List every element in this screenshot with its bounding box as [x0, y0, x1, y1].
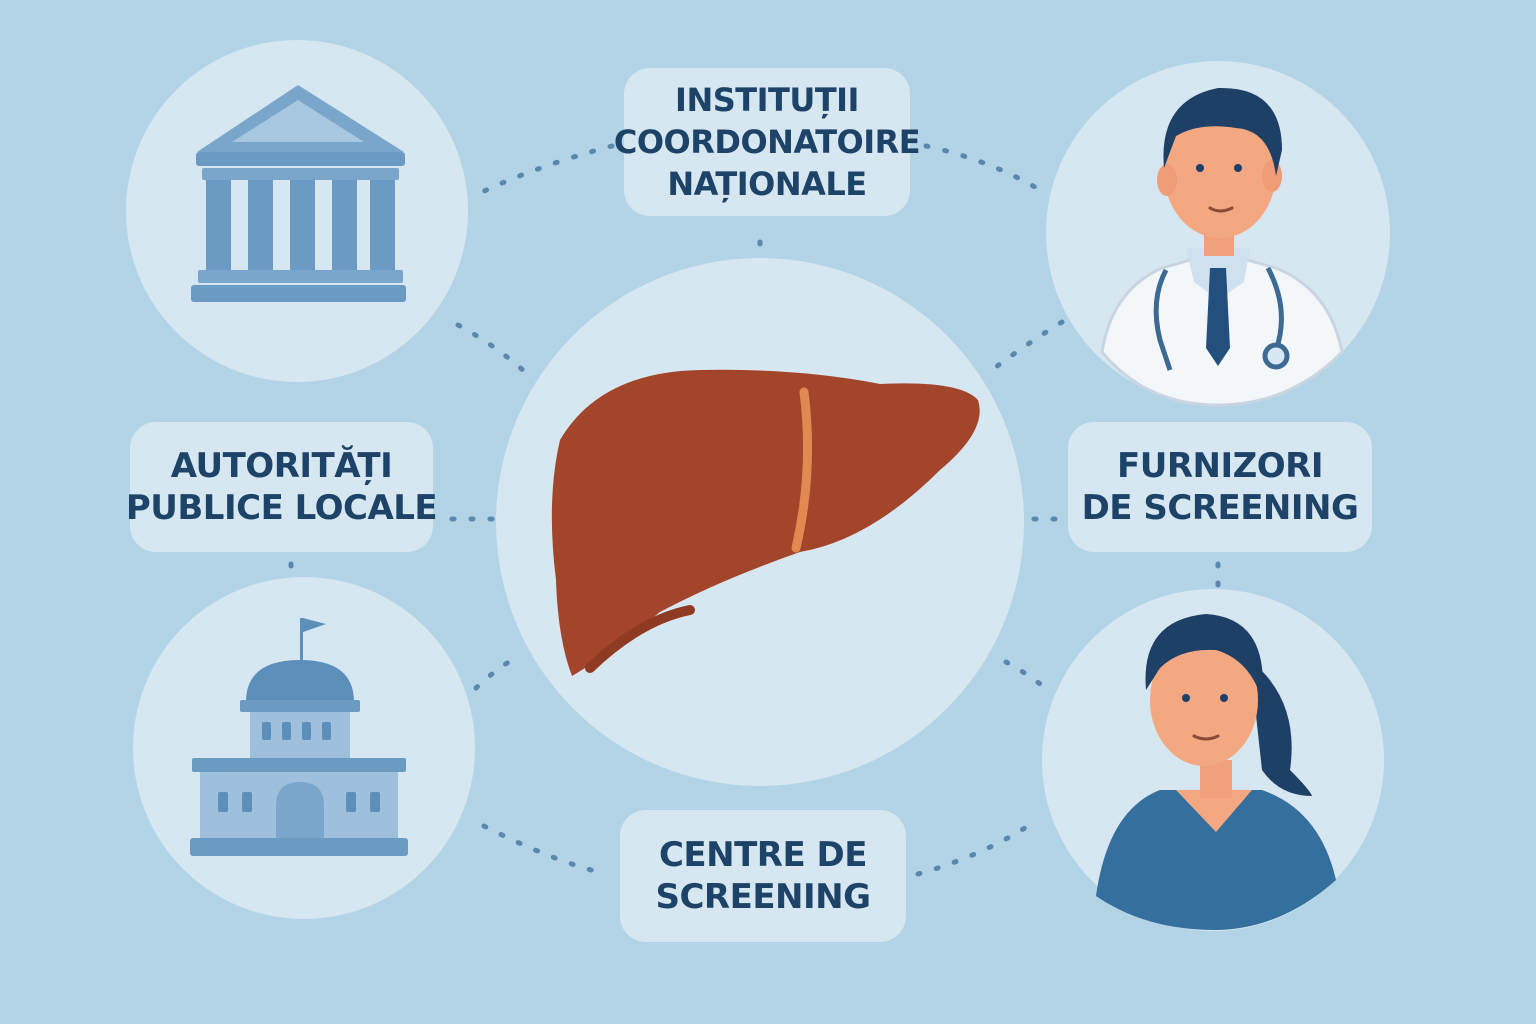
label-national-line2: COORDONATOIRE: [613, 123, 921, 161]
label-national-line1: INSTITUȚII: [675, 81, 859, 119]
label-local-line1: AUTORITĂȚI: [170, 446, 393, 486]
city-hall-icon: [190, 618, 408, 856]
label-providers-line2: DE SCREENING: [1081, 488, 1359, 528]
doctor-icon: [1100, 87, 1344, 407]
label-screening-centers: CENTRE DE SCREENING: [620, 810, 906, 942]
connector-bottomright-centers: [915, 819, 1037, 877]
label-local-line2: PUBLICE LOCALE: [125, 488, 438, 528]
connector-national-left: [479, 143, 615, 195]
connector-topright-center: [989, 319, 1065, 373]
label-centers-line1: CENTRE DE: [658, 835, 868, 875]
label-local-authorities: AUTORITĂȚI PUBLICE LOCALE: [126, 422, 438, 552]
connector-national-right: [923, 143, 1043, 193]
liver-icon: [551, 369, 980, 676]
label-national-institutions: INSTITUȚII COORDONATOIRE NAȚIONALE: [614, 68, 921, 216]
label-screening-providers: FURNIZORI DE SCREENING: [1068, 422, 1372, 552]
government-building-icon: [191, 85, 406, 302]
connector-bottomleft-centers: [481, 823, 609, 877]
nurse-icon: [1096, 614, 1336, 930]
connector-bottomleft-center: [473, 657, 515, 691]
connector-topleft-center: [455, 322, 528, 375]
label-providers-line1: FURNIZORI: [1116, 446, 1324, 486]
label-national-line3: NAȚIONALE: [667, 165, 867, 203]
label-centers-line2: SCREENING: [655, 877, 871, 917]
connector-bottomright-center: [1003, 659, 1051, 693]
